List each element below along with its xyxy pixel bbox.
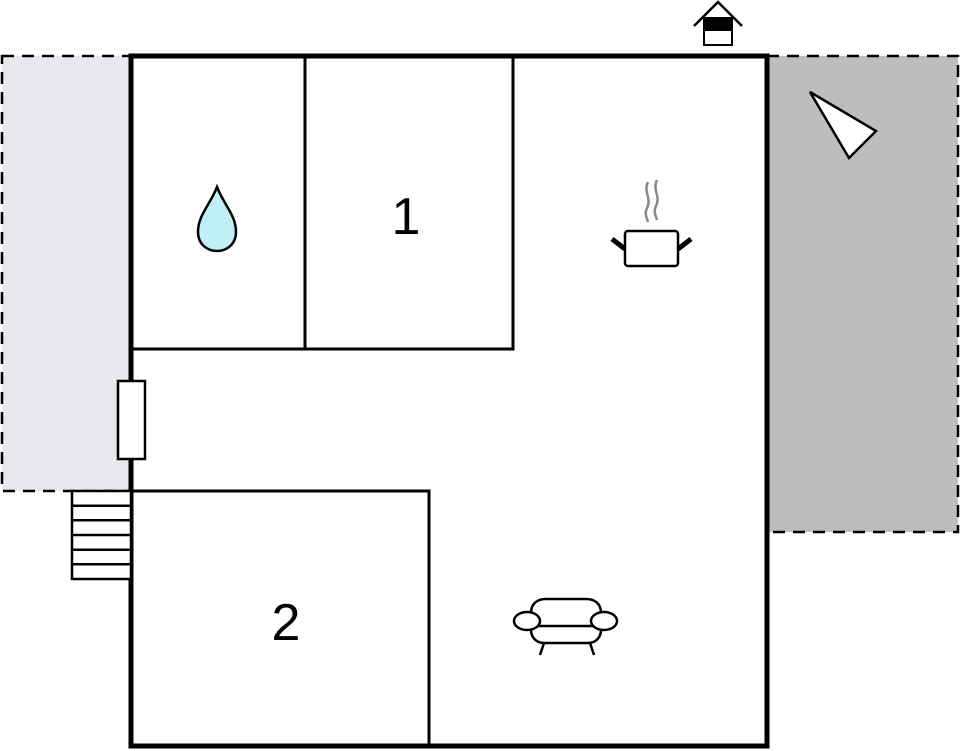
house-outline: [128, 53, 770, 749]
window-icon: [116, 379, 147, 461]
sofa-icon: [512, 597, 619, 656]
room-label-1: 1: [392, 188, 421, 246]
cooking-pot-icon: [610, 179, 693, 268]
view-direction-triangle-icon: [808, 90, 879, 161]
entrance-house-icon: [693, 0, 743, 46]
terrace-left: [0, 54, 133, 493]
water-drop-icon: [196, 183, 238, 253]
stairs-icon: [70, 489, 133, 581]
room-label-2: 2: [272, 594, 301, 652]
